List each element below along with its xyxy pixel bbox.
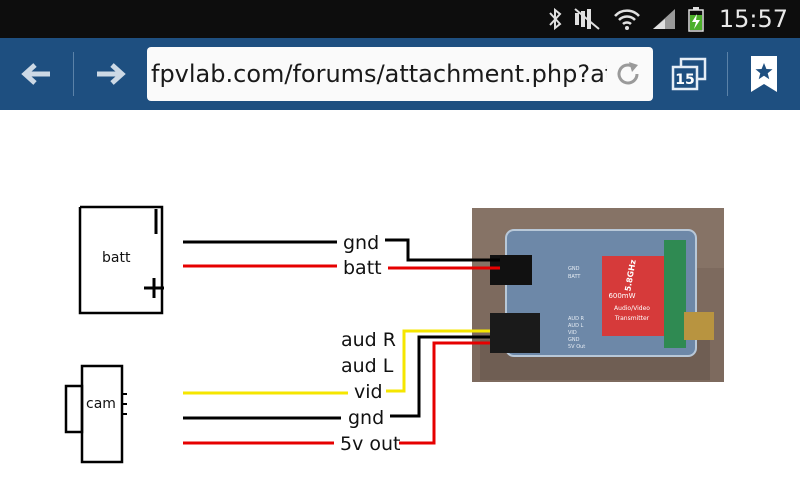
page-content: batt cam 5.8GHz 600mW Audio/Video Transm…: [0, 110, 800, 480]
reload-icon: [617, 62, 639, 85]
tab-count: 15: [675, 72, 694, 88]
transmitter-photo: 5.8GHz 600mW Audio/Video Transmitter GND…: [472, 208, 724, 382]
wiring-diagram: batt cam 5.8GHz 600mW Audio/Video Transm…: [64, 205, 724, 464]
label-gnd-top: gnd: [343, 232, 379, 254]
battery-charging-icon: [688, 7, 704, 32]
camera: cam: [64, 364, 127, 464]
tx-pin-vid: VID: [568, 330, 577, 336]
reload-button[interactable]: [613, 59, 643, 93]
url-bar[interactable]: fpvlab.com/forums/attachment.php?attac: [147, 47, 653, 101]
label-aud-r: aud R: [341, 329, 396, 351]
toolbar-divider: [727, 52, 728, 96]
tx-pin-gnd: GND: [568, 266, 580, 272]
tabs-button[interactable]: 15: [652, 38, 726, 110]
label-vid: vid: [354, 381, 383, 403]
tx-pin-5v: 5V Out: [568, 344, 585, 350]
back-button[interactable]: [2, 38, 72, 110]
tx-line2: 600mW: [608, 292, 635, 300]
arrow-right-icon: [97, 63, 126, 85]
mute-icon: [574, 8, 600, 30]
tx-pin-aud-r: AUD R: [568, 316, 585, 322]
clock: 15:57: [718, 5, 788, 33]
bookmark-button[interactable]: [729, 38, 799, 110]
status-icons: 15:57: [547, 0, 788, 38]
url-text[interactable]: fpvlab.com/forums/attachment.php?attac: [151, 60, 607, 88]
tabs-icon: 15: [671, 57, 707, 91]
tx-pin-gnd2: GND: [568, 337, 580, 343]
battery-label: batt: [102, 250, 131, 266]
arrow-left-icon: [21, 63, 50, 85]
status-bar: 15:57: [0, 0, 800, 38]
label-aud-l: aud L: [341, 355, 394, 377]
tx-line4: Transmitter: [614, 315, 650, 322]
camera-label: cam: [86, 396, 116, 412]
bluetooth-icon: [549, 7, 562, 31]
camera-wires: [183, 329, 490, 445]
label-gnd-bottom: gnd: [348, 407, 384, 429]
battery: batt: [78, 205, 164, 315]
signal-icon: [652, 9, 675, 29]
label-batt: batt: [343, 257, 382, 279]
wifi-icon: [613, 9, 640, 30]
label-5v-out: 5v out: [340, 433, 401, 455]
tx-pin-batt: BATT: [568, 274, 581, 280]
tx-pin-aud-l: AUD L: [568, 323, 584, 329]
power-wires: [183, 238, 500, 270]
tx-line3: Audio/Video: [614, 305, 650, 312]
toolbar-divider: [73, 52, 74, 96]
forward-button[interactable]: [75, 38, 145, 110]
bookmark-star-icon: [751, 56, 777, 92]
